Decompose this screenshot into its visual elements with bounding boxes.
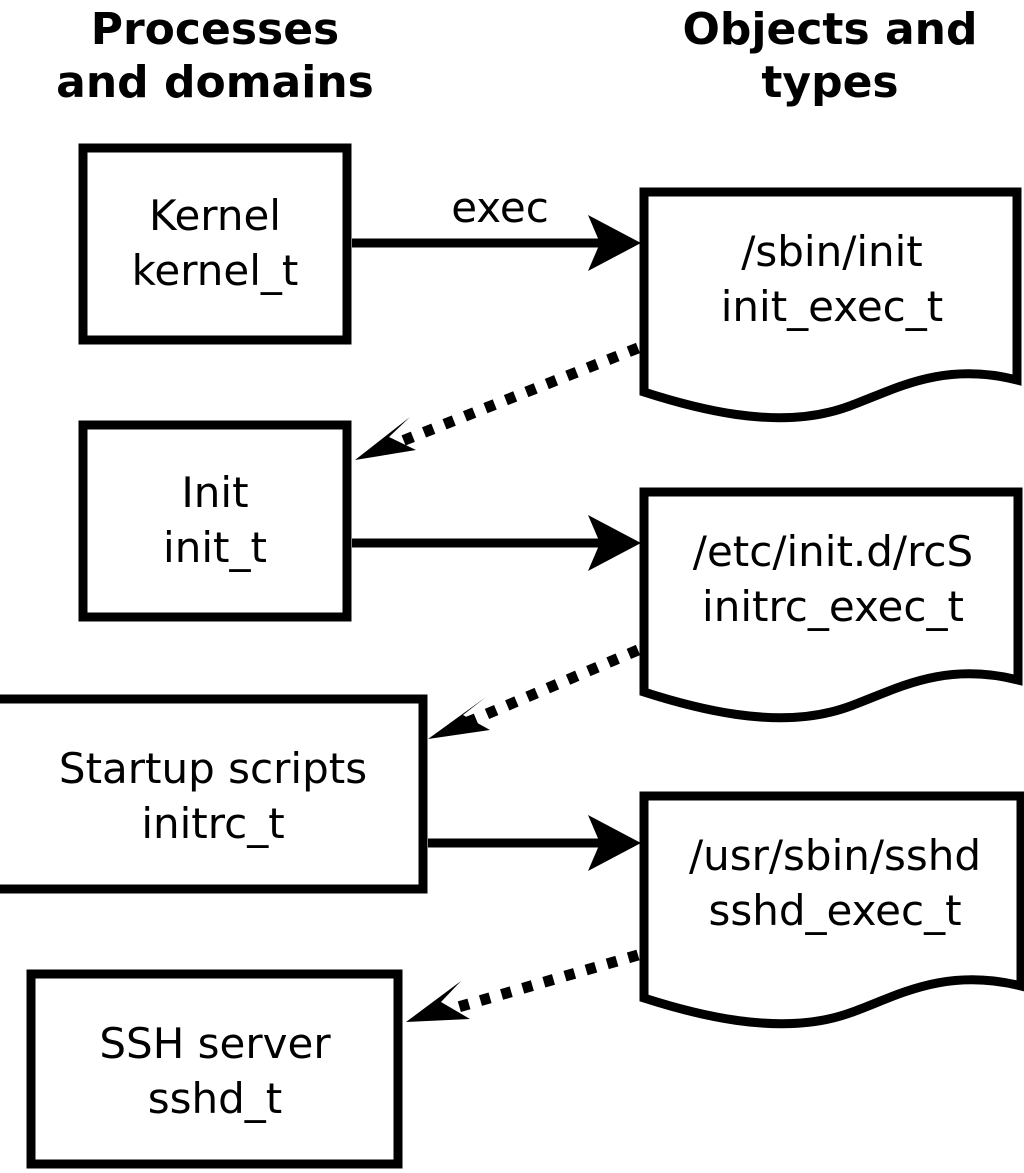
edge-exec-init-to-initrc-exec (352, 515, 641, 571)
left-column-header-line1: Processes (91, 4, 340, 55)
left-column-header-line2: and domains (56, 57, 374, 108)
process-node-initrc-label: Startup scripts (59, 744, 367, 793)
process-node-initrc-type: initrc_t (141, 799, 284, 848)
process-node-initrc-box[interactable] (0, 694, 428, 894)
process-node-init-box[interactable] (78, 420, 352, 622)
edge-line-dotted (446, 949, 640, 1016)
arrow-head-icon (406, 981, 470, 1022)
process-node-sshd[interactable]: SSH server sshd_t (26, 969, 403, 1169)
object-node-initrc-exec-type: initrc_exec_t (702, 582, 964, 631)
edge-transition-sshd-exec-to-sshd (406, 949, 640, 1022)
process-node-init-type: init_t (163, 523, 267, 572)
arrow-head-icon (588, 815, 641, 871)
object-node-init-exec-type: init_exec_t (721, 282, 944, 331)
object-node-initrc-exec-path: /etc/init.d/rcS (693, 527, 973, 576)
object-node-sshd-exec-document-shape[interactable] (639, 791, 1024, 1029)
process-node-init[interactable]: Init init_t (78, 420, 352, 622)
left-column-header: Processes and domains (56, 4, 374, 108)
edge-exec-initrc-to-sshd-exec (428, 815, 641, 871)
object-node-initrc-exec-document-shape[interactable] (639, 487, 1023, 723)
edge-label-exec: exec (451, 183, 549, 232)
edge-transition-initrc-exec-to-initrc (428, 644, 641, 739)
object-node-sshd-exec-path: /usr/sbin/sshd (689, 831, 981, 880)
process-node-init-label: Init (181, 468, 248, 517)
edge-transition-init-exec-to-init (355, 342, 641, 460)
right-column-header-line1: Objects and (683, 4, 978, 55)
arrow-head-icon (588, 215, 641, 271)
object-node-initrc-exec[interactable]: /etc/init.d/rcS initrc_exec_t (639, 487, 1023, 723)
object-node-init-exec-path: /sbin/init (741, 227, 923, 276)
process-node-kernel-label: Kernel (149, 191, 281, 240)
arrow-head-icon (355, 417, 416, 460)
process-node-kernel-type: kernel_t (132, 246, 299, 295)
process-node-kernel[interactable]: Kernel kernel_t (78, 143, 352, 345)
right-column-header-line2: types (761, 57, 898, 108)
right-column-header: Objects and types (683, 4, 978, 108)
process-node-kernel-box[interactable] (78, 143, 352, 345)
edge-line-dotted (465, 644, 641, 728)
object-node-sshd-exec-type: sshd_exec_t (708, 886, 961, 935)
edge-exec-kernel-to-init-exec: exec (352, 183, 641, 271)
process-node-sshd-type: sshd_t (148, 1074, 283, 1123)
arrow-head-icon (428, 697, 490, 739)
process-node-initrc[interactable]: Startup scripts initrc_t (0, 694, 428, 894)
edge-line-dotted (389, 342, 641, 451)
process-node-sshd-box[interactable] (26, 969, 403, 1169)
object-node-sshd-exec[interactable]: /usr/sbin/sshd sshd_exec_t (639, 791, 1024, 1029)
object-node-init-exec-document-shape[interactable] (639, 187, 1022, 423)
object-node-init-exec[interactable]: /sbin/init init_exec_t (639, 187, 1022, 423)
arrow-head-icon (588, 515, 641, 571)
process-node-sshd-label: SSH server (99, 1019, 331, 1068)
